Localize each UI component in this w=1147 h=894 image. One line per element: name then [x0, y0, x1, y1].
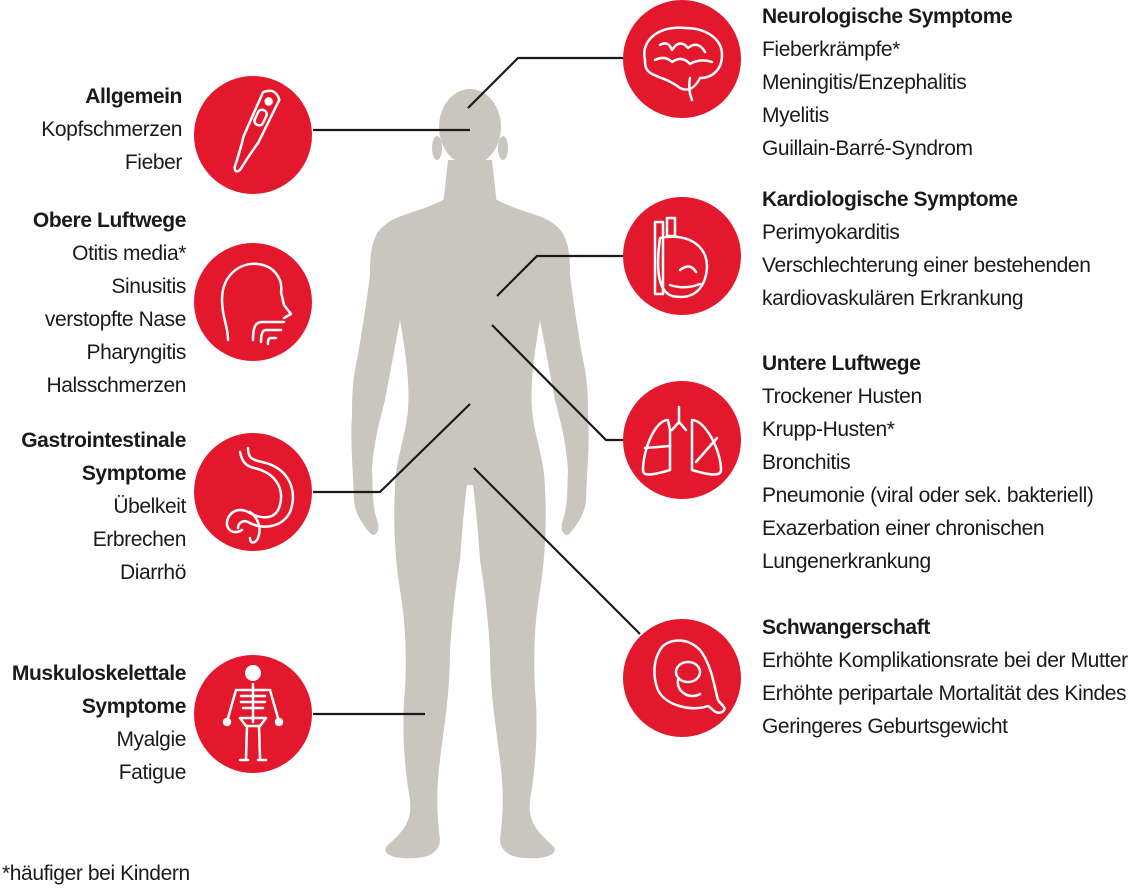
lungs-icon — [641, 405, 723, 476]
group-title: Allgemein — [85, 85, 182, 108]
group-title: Symptome — [81, 462, 187, 485]
symptom-item: Guillain-Barré-Syndrom — [762, 137, 973, 160]
symptom-item: Perimyokarditis — [762, 221, 900, 244]
symptom-item: Myelitis — [762, 104, 829, 127]
symptom-item: Diarrhö — [119, 561, 186, 584]
body-silhouette — [351, 89, 589, 859]
symptom-item: Übelkeit — [113, 495, 186, 518]
symptom-item: Fieberkrämpfe* — [762, 38, 900, 61]
group-allgemein: Allgemein Kopfschmerzen Fieber — [41, 80, 182, 179]
symptom-item: Meningitis/Enzephalitis — [762, 71, 967, 94]
group-muskuloskelettal: Muskuloskelettale Symptome Myalgie Fatig… — [11, 657, 187, 789]
symptom-item: Bronchitis — [762, 451, 851, 474]
thermometer-icon — [233, 89, 281, 173]
group-title: Kardiologische Symptome — [762, 188, 1018, 211]
footnote: *häufiger bei Kindern — [2, 862, 190, 885]
connector-kardio — [496, 254, 623, 297]
symptom-item: Pneumonie (viral oder sek. bakteriell) — [762, 484, 1094, 507]
connector-schwangerschaft — [473, 467, 641, 635]
symptom-item: Exazerbation einer chronischen — [762, 517, 1045, 540]
group-title: Schwangerschaft — [762, 616, 930, 639]
skeleton-icon — [222, 665, 284, 762]
symptom-item: Pharyngitis — [86, 341, 187, 364]
group-obere-luftwege: Obere Luftwege Otitis media* Sinusitis v… — [33, 204, 186, 402]
symptom-item: Kopfschmerzen — [41, 118, 182, 141]
connector-untere-luftwege — [491, 324, 623, 442]
symptom-item: Trockener Husten — [762, 385, 922, 408]
symptom-item: Erbrechen — [92, 528, 187, 551]
group-gastrointestinal: Gastrointestinale Symptome Übelkeit Erbr… — [21, 424, 186, 589]
symptom-item: Halsschmerzen — [46, 374, 186, 397]
brain-icon — [642, 26, 724, 102]
group-title: Symptome — [81, 695, 187, 718]
symptom-item: Erhöhte Komplikationsrate bei der Mutter — [762, 649, 1128, 672]
fetus-icon — [653, 639, 726, 714]
group-schwangerschaft: Schwangerschaft Erhöhte Komplikationsrat… — [762, 611, 1128, 743]
head-airway-icon — [220, 262, 293, 346]
symptom-item: Otitis media* — [72, 242, 186, 265]
symptom-item: Erhöhte peripartale Mortalität des Kinde… — [762, 682, 1127, 705]
group-kardiologisch: Kardiologische Symptome Perimyokarditis … — [762, 183, 1091, 315]
symptom-item: Verschlechterung einer bestehenden — [762, 254, 1091, 277]
symptom-item: Fatigue — [118, 761, 187, 784]
group-title: Obere Luftwege — [32, 209, 186, 232]
symptom-item: Fieber — [124, 151, 183, 174]
group-title: Muskuloskelettale — [11, 662, 187, 685]
connector-gastro — [313, 403, 471, 494]
group-title: Neurologische Symptome — [762, 5, 1013, 28]
heart-icon — [653, 216, 709, 299]
group-title: Gastrointestinale — [21, 429, 186, 452]
symptom-item: verstopfte Nase — [44, 308, 186, 331]
stomach-icon — [225, 446, 295, 544]
group-neurologisch: Neurologische Symptome Fieberkrämpfe* Me… — [762, 0, 1013, 165]
group-untere-luftwege: Untere Luftwege Trockener Husten Krupp-H… — [762, 347, 1094, 578]
symptom-item: Geringeres Geburtsgewicht — [762, 715, 1008, 738]
connector-neuro — [467, 56, 623, 109]
symptom-item: Lungenerkrankung — [762, 550, 931, 573]
symptom-item: Krupp-Husten* — [762, 418, 895, 441]
symptom-item: Sinusitis — [111, 275, 186, 298]
connector-lines — [313, 56, 641, 716]
symptom-item: Myalgie — [116, 728, 186, 751]
group-title: Untere Luftwege — [762, 352, 921, 375]
symptom-item: kardiovaskulären Erkrankung — [762, 287, 1024, 310]
